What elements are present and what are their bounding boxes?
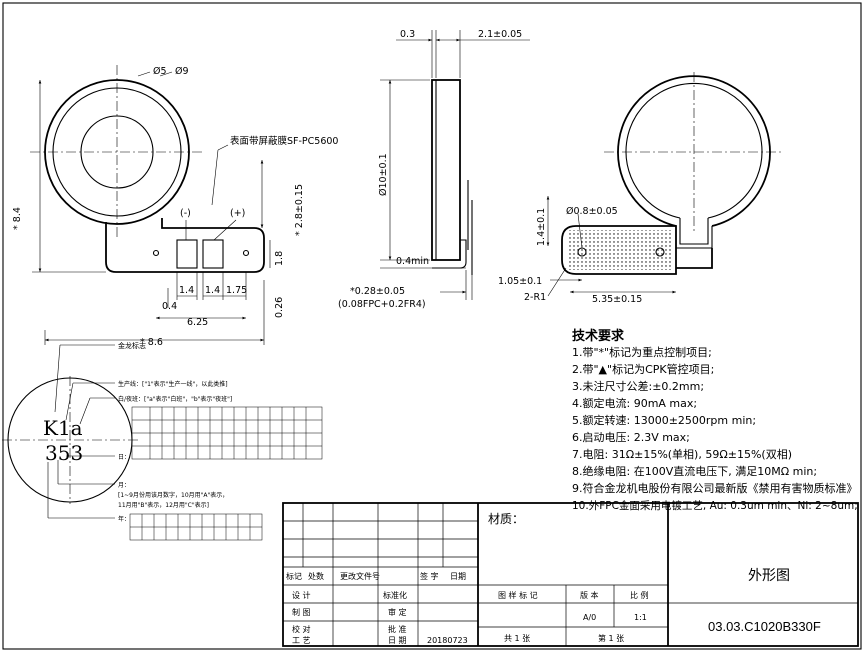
tb-process: 工 艺 (292, 636, 311, 645)
day-code-table (131, 406, 323, 460)
note-month-desc1: [1~9月份用该月数字，10月用"A"表示， (118, 491, 228, 499)
tech-req-item: 5.额定转速: 13000±2500rpm min; (572, 413, 756, 427)
dim-1-4a: 1.4 (179, 285, 194, 296)
dim-2r1: 2-R1 (524, 292, 546, 303)
dim-1-05: 1.05±0.1 (498, 276, 542, 287)
tb-sheet-no: 第 1 张 (598, 633, 624, 643)
tb-standardize: 标准化 (383, 590, 407, 600)
dim-1-8: 1.8 (274, 251, 285, 266)
front-view: Ø5 Ø9 表面带屏蔽膜SF-PC5600 (-) (+) * 8.4 * 2.… (12, 65, 338, 348)
tb-rev-header: 日期 (450, 572, 466, 581)
dim-5-35: 5.35±0.15 (592, 294, 642, 305)
film-note: 表面带屏蔽膜SF-PC5600 (230, 135, 338, 147)
note-year: 年： (118, 515, 130, 523)
tb-check: 校 对 (292, 624, 311, 634)
tech-req-item: 8.绝缘电阻: 在100V直流电压下, 满足10MΩ min; (572, 464, 817, 478)
technical-requirements: 技术要求 1.带"*"标记为重点控制项目; 2.带"▲"标记为CPK管控项目; … (572, 328, 858, 512)
tech-req-item: 9.符合金龙机电股份有限公司最新版《禁用有害物质标准》 (572, 481, 858, 495)
note-line: 生产线：["1"表示"生产一线"，以此类推] (118, 380, 228, 388)
tech-req-item: 3.未注尺寸公差:±0.2mm; (572, 379, 704, 393)
positive-pad (202, 239, 224, 269)
tech-req-item: 4.额定电流: 90mA max; (572, 396, 697, 410)
tb-material-label: 材质： (488, 512, 524, 526)
note-day: 日： (118, 454, 130, 461)
title-block: 材质： 外形图 03.03.C1020B330F 标记 处数 更改文件号 签 字… (282, 502, 859, 647)
tb-drawing-no: 03.03.C1020B330F (708, 619, 821, 634)
dim-dia08: Ø0.8±0.05 (566, 206, 618, 217)
back-fpc-tab (561, 225, 713, 275)
tb-rev-header: 处数 (308, 571, 324, 581)
tb-review: 审 定 (388, 607, 407, 617)
note-shift: 白/夜班：["a"表示"白班"，"b"表示"夜班"] (118, 395, 232, 403)
negative-pad (176, 239, 198, 269)
dim-dia10: Ø10±0.1 (378, 153, 389, 196)
tech-req-item: 7.电阻: 31Ω±15%(单相), 59Ω±15%(双相) (572, 448, 792, 461)
tb-design: 设 计 (292, 590, 311, 600)
tech-req-item: 6.启动电压: 2.3V max; (572, 431, 690, 444)
dim-0-26: 0.26 (274, 297, 285, 318)
tb-rev-header: 更改文件号 (340, 571, 380, 581)
dim-8-6: * 8.6 (140, 337, 163, 348)
tb-version-label: 版 本 (580, 590, 599, 600)
tb-rev-header: 标记 (286, 571, 302, 581)
marking-text-2: 353 (45, 441, 83, 465)
dim-0-28-note: (0.08FPC+0.2FR4) (338, 299, 426, 310)
tb-date-value: 20180723 (427, 636, 468, 645)
tb-version: A/0 (583, 613, 596, 622)
tech-req-item: 2.带"▲"标记为CPK管控项目; (572, 362, 714, 376)
dim-dia-inner: Ø5 (153, 66, 167, 77)
year-code-table (129, 513, 263, 541)
back-inner-arc (625, 82, 763, 219)
neg-label: (-) (180, 208, 191, 219)
marking-detail: K1a 353 金龙标志 生产线：["1"表示"生产一线"，以此类推] 白/夜班… (2, 341, 323, 541)
back-view: Ø0.8±0.05 1.4±0.1 1.05±0.1 2-R1 5.35±0.1… (498, 72, 784, 305)
dim-0-4: 0.4 (162, 301, 177, 312)
tech-req-heading: 技术要求 (572, 328, 625, 344)
dim-2-1: 2.1±0.05 (478, 29, 522, 40)
tb-scale: 1:1 (634, 613, 647, 622)
tb-approve: 批 准 (388, 624, 407, 634)
dim-0-3: 0.3 (400, 29, 415, 40)
dim-1-4: 1.4±0.1 (536, 208, 547, 246)
tb-date-label: 日 期 (388, 636, 407, 645)
note-month: 月： (118, 482, 130, 489)
mount-hole-left (152, 249, 160, 257)
tb-part-name: 外形图 (748, 568, 790, 584)
dim-8-4: * 8.4 (12, 207, 23, 230)
marking-text-1: K1a (43, 416, 83, 440)
side-view: 0.3 2.1±0.05 Ø10±0.1 0.4min *0.28±0.05 (… (338, 29, 530, 310)
fpc-tab (105, 218, 265, 273)
dim-1-4b: 1.4 (205, 285, 220, 296)
side-body (431, 79, 461, 261)
dim-dia-outer: Ø9 (175, 66, 189, 77)
dim-1-75: 1.75 (226, 285, 247, 296)
dim-0-4min: 0.4min (396, 256, 429, 267)
tech-req-item: 1.带"*"标记为重点控制项目; (572, 345, 712, 359)
dim-6-25: 6.25 (187, 317, 208, 328)
mount-hole-right (242, 249, 250, 257)
tech-req-item: 10.外FPC金面采用电镀工艺, Au: 0.3um min、Ni: 2~8um… (572, 499, 858, 512)
tb-pattern-mark: 图 样 标 记 (498, 590, 538, 600)
tb-rev-header: 签 字 (420, 571, 439, 581)
dim-0-28: *0.28±0.05 (350, 286, 405, 297)
note-month-desc2: 11月用"B"表示，12月用"C"表示] (118, 501, 209, 509)
tb-total-sheets: 共 1 张 (504, 634, 530, 643)
pos-label: (+) (230, 208, 245, 219)
note-logo: 金龙标志 (118, 341, 146, 350)
tb-scale-label: 比 例 (630, 590, 649, 600)
dim-2-8: * 2.8±0.15 (294, 184, 305, 236)
tb-draw: 制 图 (292, 607, 311, 617)
back-hole-right (655, 247, 665, 257)
